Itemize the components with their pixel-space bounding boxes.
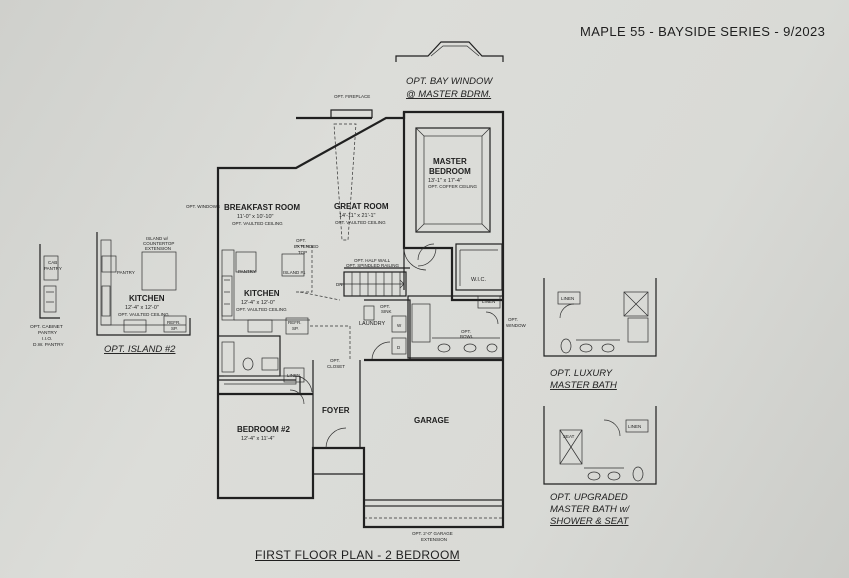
opt-window-1: OPT.: [508, 317, 518, 322]
island2-vault: OPT. VAULTED CEILING: [118, 312, 169, 317]
opt-extended-top-1: OPT.: [296, 238, 306, 243]
island2-refr-1: REFR.: [167, 320, 181, 325]
upgraded-line1: OPT. UPGRADED: [550, 492, 628, 503]
opt-closet-2: CLOSET: [327, 364, 345, 369]
dryer-label: D: [397, 345, 401, 350]
cab-opt-3: I.I.O.: [42, 336, 52, 342]
opt-spindled-label: OPT. SPINDLED RAILING: [346, 263, 400, 268]
breakfast-room-name: BREAKFAST ROOM: [224, 203, 300, 212]
island2-note-1: ISLAND w/: [146, 236, 169, 241]
opt-extended-top-3: TOP: [298, 250, 307, 255]
bedroom2-name: BEDROOM #2: [237, 425, 290, 434]
garage-name: GARAGE: [414, 416, 450, 425]
cab-opt-4: D.W. PANTRY: [33, 342, 65, 348]
opt-windows-label: OPT. WINDOWS: [186, 204, 220, 209]
refr-label-2: SP.: [292, 326, 299, 331]
cab-opt-1: OPT. CABINET: [30, 324, 63, 330]
cab-pantry-label: PANTRY: [44, 266, 62, 271]
cab-opt-2: PANTRY: [38, 330, 58, 336]
luxury-line1: OPT. LUXURY: [550, 368, 613, 379]
wic-name: W.I.C.: [471, 277, 486, 283]
breakfast-room-note: OPT. VAULTED CEILING: [232, 221, 283, 226]
laundry-name: LAUNDRY: [359, 321, 386, 327]
pantry-label: PANTRY: [238, 269, 256, 274]
opt-bowl-2: BOWL: [460, 334, 474, 339]
master-name-line2: BEDROOM: [429, 167, 471, 176]
opt-half-wall-label: OPT. HALF WALL: [354, 258, 391, 263]
opt-window-2: WINDOW: [506, 323, 526, 328]
linen-master: LINEN: [482, 299, 495, 304]
series-title: MAPLE 55 - BAYSIDE SERIES - 9/2023: [580, 24, 826, 39]
washer-label: W: [397, 323, 402, 328]
luxury-linen: LINEN: [561, 296, 574, 301]
island2-pantry: PANTRY: [117, 270, 135, 275]
island2-note-3: EXTENSION: [145, 246, 171, 251]
island2-option-drawing: [96, 232, 191, 336]
island2-note-2: COUNTERTOP: [143, 241, 174, 246]
linen-hall: LINEN: [287, 373, 300, 378]
refr-label-1: REFR.: [288, 320, 302, 325]
upgraded-seat: SEAT: [563, 434, 575, 439]
upgraded-line2: MASTER BATH w/: [550, 504, 630, 515]
upgraded-linen: LINEN: [628, 424, 641, 429]
opt-closet-1: OPT.: [330, 358, 340, 363]
foyer-name: FOYER: [322, 406, 350, 415]
great-room-dims: 14'-11" x 21'-1": [339, 213, 376, 219]
plan-title: FIRST FLOOR PLAN - 2 BEDROOM: [255, 548, 460, 562]
kitchen-name: KITCHEN: [244, 289, 280, 298]
master-note: OPT. COFFER CEILING: [428, 184, 478, 189]
master-dims: 13'-1" x 17'-4": [428, 178, 462, 184]
garage-ext-1: OPT. 2'-0" GARAGE: [412, 531, 453, 536]
island2-title: OPT. ISLAND #2: [104, 344, 176, 355]
cab-label: CAB: [48, 260, 57, 265]
luxury-line2: MASTER BATH: [550, 380, 617, 391]
kitchen-dims: 12'-4" x 12'-0": [241, 300, 275, 306]
dn-label: DN: [336, 282, 343, 287]
upgraded-line3: SHOWER & SEAT: [550, 516, 630, 527]
opt-fireplace-label: OPT. FIREPLACE: [334, 94, 370, 99]
garage-ext-2: EXTENSION: [421, 537, 447, 542]
bedroom2-dims: 12'-4" x 11'-4": [241, 436, 274, 442]
island1-label: ISLAND #1: [283, 270, 306, 275]
opt-extended-top-2: EXTENDED: [294, 244, 319, 249]
cabinet-pantry-option-drawing: [39, 244, 60, 319]
great-room-note: OPT. VAULTED CEILING: [335, 220, 386, 225]
island2-kitchen: KITCHEN: [129, 294, 165, 303]
great-room-name: GREAT ROOM: [334, 202, 389, 211]
island2-refr-2: SP.: [171, 326, 178, 331]
opt-sink-1: OPT.: [380, 304, 390, 309]
kitchen-note: OPT. VAULTED CEILING: [236, 307, 287, 312]
upgraded-bath-option-drawing: [543, 406, 657, 485]
main-plan-walls: [216, 41, 505, 529]
luxury-bath-option-drawing: [543, 278, 657, 357]
bay-window-line1: OPT. BAY WINDOW: [406, 76, 493, 87]
bay-window-line2: @ MASTER BDRM.: [406, 89, 491, 100]
opt-bowl-1: OPT.: [461, 329, 471, 334]
master-name-line1: MASTER: [433, 157, 467, 166]
island2-dims: 12'-4" x 12'-0": [125, 305, 159, 311]
breakfast-room-dims: 11'-0" x 10'-10": [237, 214, 274, 220]
opt-sink-2: SINK: [381, 309, 392, 314]
